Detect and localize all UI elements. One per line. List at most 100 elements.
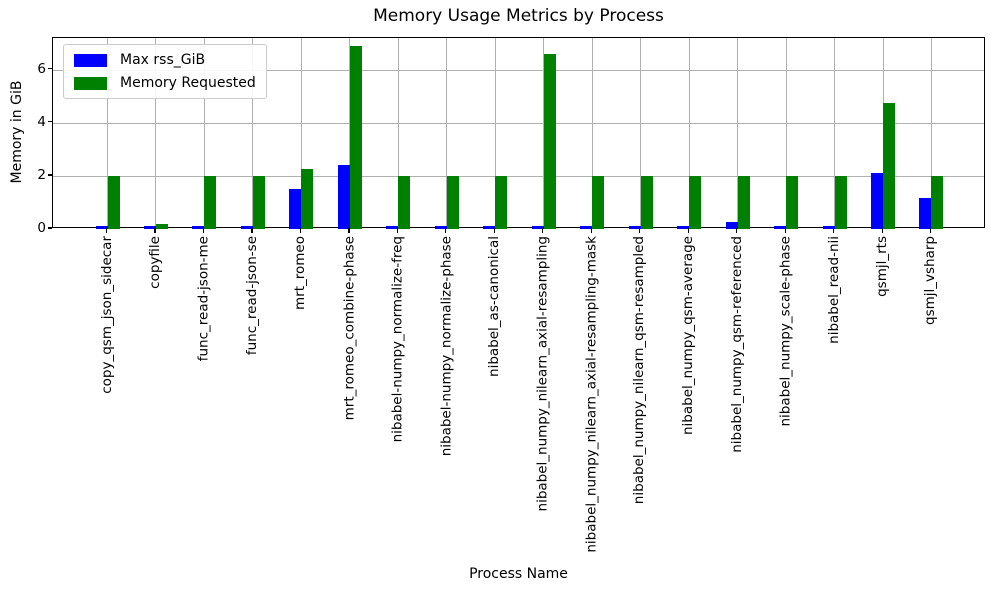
y-tick-label: 2 (37, 166, 46, 183)
bar-memory-requested (204, 175, 217, 229)
x-tick-mark (833, 228, 835, 233)
x-tick-label-text: nibabel_as-canonical (486, 236, 503, 377)
bar-memory-requested (301, 169, 314, 229)
x-gridline (155, 38, 157, 227)
x-gridline (252, 38, 254, 227)
bar-memory-requested (495, 175, 508, 229)
x-tick-mark (154, 228, 156, 233)
x-gridline (930, 38, 932, 227)
bar-memory-requested (834, 175, 847, 229)
x-tick-mark (736, 228, 738, 233)
y-tick-mark (47, 68, 52, 70)
x-tick-label-text: nibabel_numpy_qsm-referenced (728, 236, 745, 453)
legend-item: Memory Requested (74, 75, 256, 91)
bar-max-rss (919, 198, 932, 229)
x-tick-label-text: nibabel-numpy_normalize-freq (389, 236, 406, 443)
x-gridline (834, 38, 836, 227)
x-tick-mark (445, 228, 447, 233)
x-tick-mark (881, 228, 883, 233)
bar-max-rss (337, 165, 350, 229)
bar-max-rss (192, 225, 205, 229)
legend: Max rss_GiB Memory Requested (63, 44, 267, 99)
bar-max-rss (628, 225, 641, 229)
x-gridline (688, 38, 690, 227)
x-tick-mark (493, 228, 495, 233)
bar-memory-requested (689, 175, 702, 229)
bar-memory-requested (786, 175, 799, 229)
bar-max-rss (483, 225, 496, 229)
x-tick-mark (202, 228, 205, 233)
legend-label: Max rss_GiB (120, 52, 206, 68)
y-gridline (53, 69, 984, 71)
legend-label: Memory Requested (120, 75, 256, 91)
x-tick-label-text: mrt_romeo (292, 236, 309, 310)
x-gridline (300, 38, 302, 227)
bar-max-rss (580, 225, 593, 229)
x-tick-label-text: nibabel_numpy_nilearn_qsm-resampled (631, 236, 648, 505)
x-tick-mark (106, 228, 108, 233)
x-tick-label-text: nibabel-numpy_normalize-phase (437, 236, 454, 457)
x-tick-mark (639, 228, 641, 233)
bar-max-rss (531, 225, 544, 229)
bar-memory-requested (592, 175, 605, 229)
bar-max-rss (143, 225, 156, 229)
bar-max-rss (289, 189, 302, 229)
x-tick-label-text: qsmjl_rts (874, 236, 890, 297)
x-tick-label-text: func_read-json-me (195, 236, 212, 362)
legend-item: Max rss_GiB (74, 52, 256, 68)
x-gridline (591, 38, 593, 227)
bar-memory-requested (349, 45, 362, 229)
x-tick-label-text: copy_qsm_json_sidecar (98, 236, 115, 394)
bar-max-rss (871, 173, 883, 229)
y-tick-mark (47, 174, 52, 176)
bar-memory-requested (543, 53, 556, 229)
x-tick-label-text: copyfile (146, 236, 163, 289)
x-tick-mark (929, 228, 932, 233)
chart-title: Memory Usage Metrics by Process (373, 6, 664, 26)
x-tick-label-text: qsmjl_vsharp (922, 236, 939, 325)
legend-swatch-icon (74, 53, 107, 67)
bar-memory-requested (252, 175, 265, 229)
y-tick-mark (47, 121, 52, 123)
x-gridline (785, 38, 787, 227)
x-gridline (203, 38, 205, 227)
x-axis-label: Process Name (469, 566, 568, 582)
bar-max-rss (725, 222, 738, 229)
x-gridline (640, 38, 642, 227)
x-gridline (107, 38, 109, 227)
bar-max-rss (822, 225, 835, 229)
bar-max-rss (95, 225, 108, 229)
y-gridline (53, 175, 984, 177)
bar-max-rss (774, 225, 787, 229)
x-tick-mark (542, 228, 544, 233)
plot-area (52, 37, 985, 229)
x-gridline (397, 38, 399, 227)
bar-memory-requested (107, 175, 120, 229)
x-gridline (446, 38, 448, 227)
x-tick-mark (251, 228, 253, 233)
x-tick-mark (299, 228, 302, 233)
x-tick-mark (590, 228, 592, 233)
x-tick-label-text: nibabel_numpy_scale-phase (777, 236, 794, 427)
x-gridline (737, 38, 739, 227)
bar-memory-requested (737, 175, 750, 229)
x-tick-mark (687, 228, 689, 233)
x-tick-label-text: func_read-json-se (243, 236, 260, 356)
bar-max-rss (434, 225, 447, 229)
bar-memory-requested (398, 175, 411, 229)
x-tick-label-text: mrt_romeo_combine-phase (340, 236, 357, 421)
y-tick-mark (47, 227, 52, 229)
x-tick-label-text: nibabel_numpy_nilearn_axial-resampling (534, 236, 551, 512)
x-tick-mark (348, 228, 350, 233)
bar-max-rss (386, 225, 399, 229)
bar-memory-requested (155, 223, 168, 229)
bar-memory-requested (931, 175, 944, 229)
x-gridline (494, 38, 496, 227)
y-gridline (53, 122, 984, 124)
x-tick-mark (784, 228, 786, 233)
bar-max-rss (677, 225, 690, 229)
bar-memory-requested (640, 175, 653, 229)
bar-memory-requested (883, 102, 895, 229)
y-tick-label: 4 (37, 113, 46, 130)
